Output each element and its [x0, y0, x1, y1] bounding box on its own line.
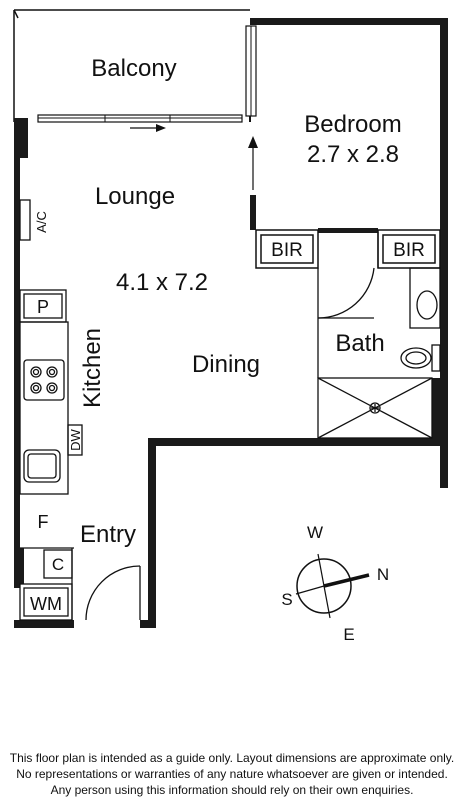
- kitchen-bench: [19, 199, 83, 495]
- compass-north-label: N: [377, 565, 389, 584]
- bedroom-window: [245, 25, 257, 122]
- entry-fixtures: [19, 547, 141, 621]
- balcony-outline: [13, 9, 250, 122]
- fixture-label-dishwasher: DW: [68, 428, 83, 450]
- fixture-label-cupboard: C: [52, 555, 64, 574]
- disclaimer-line-1: This floor plan is intended as a guide o…: [9, 751, 455, 765]
- compass-west-label: W: [307, 523, 323, 542]
- fixture-label-bir-right: BIR: [393, 240, 425, 261]
- compass: [295, 553, 370, 619]
- disclaimer: This floor plan is intended as a guide o…: [0, 750, 464, 798]
- disclaimer-line-2: No representations or warranties of any …: [16, 767, 448, 781]
- room-label-kitchen: Kitchen: [79, 328, 106, 408]
- bathroom: [317, 232, 441, 439]
- fixture-label-washing-machine: WM: [30, 594, 62, 614]
- walls: [14, 18, 448, 628]
- room-label-balcony: Balcony: [91, 55, 176, 82]
- room-label-lounge: Lounge: [95, 183, 175, 210]
- room-label-entry: Entry: [80, 521, 136, 548]
- fixture-label-bir-left: BIR: [271, 240, 303, 261]
- room-label-bath: Bath: [335, 330, 384, 357]
- bedroom-door-arrow: [248, 136, 258, 190]
- room-label-bedroom: Bedroom: [304, 111, 401, 138]
- fixture-label-pantry: P: [37, 297, 49, 317]
- compass-south-label: S: [281, 590, 292, 609]
- compass-east-label: E: [343, 625, 354, 644]
- fixture-label-ac: A/C: [34, 211, 49, 233]
- room-label-dining: Dining: [192, 351, 260, 378]
- fixture-label-fridge: F: [38, 512, 49, 532]
- balcony-sliding-door: [37, 114, 243, 132]
- room-dims-lounge: 4.1 x 7.2: [116, 269, 208, 296]
- disclaimer-line-3: Any person using this information should…: [50, 783, 414, 797]
- room-dims-bedroom: 2.7 x 2.8: [307, 141, 399, 168]
- floor-plan: Balcony Bedroom 2.7 x 2.8 Lounge 4.1 x 7…: [13, 9, 448, 644]
